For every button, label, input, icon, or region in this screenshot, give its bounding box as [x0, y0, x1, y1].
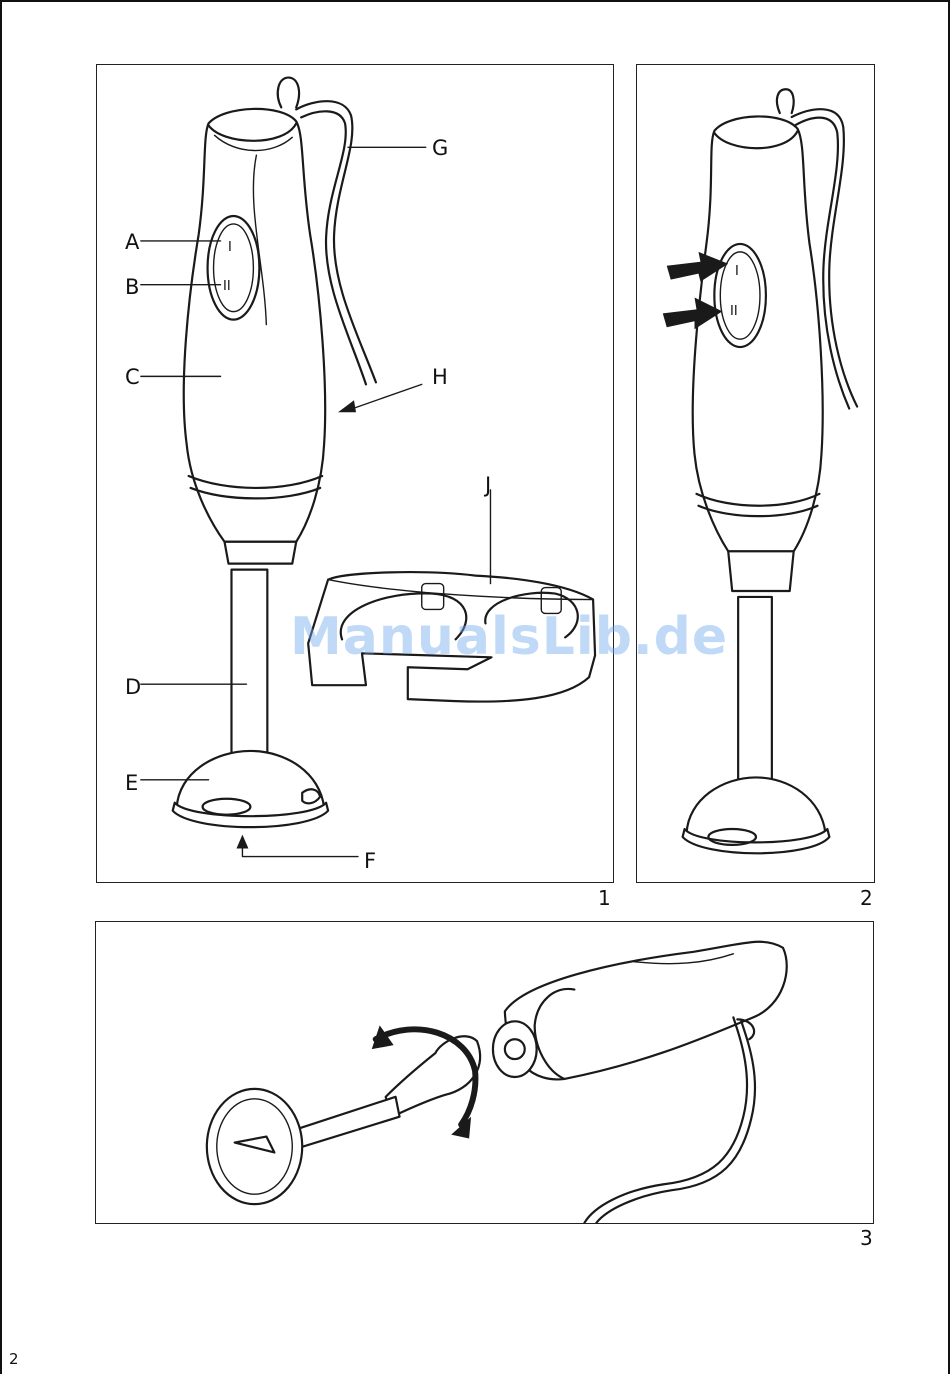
hand-blender-parts-illustration	[97, 65, 613, 882]
hand-blender-button-press-illustration	[637, 65, 874, 882]
button-panel	[714, 244, 766, 347]
arrow-h	[338, 400, 356, 412]
label-e: E	[125, 773, 138, 794]
hanging-loop	[777, 89, 794, 113]
label-g: G	[432, 138, 448, 159]
watermark-text: ManualsLib.de	[290, 607, 728, 667]
figure-number-2: 2	[860, 886, 873, 910]
motor-neck	[728, 551, 793, 591]
button-panel	[208, 216, 260, 320]
leader-f	[242, 838, 358, 857]
figure-2-panel: I II	[636, 64, 875, 883]
blending-shaft	[286, 1097, 399, 1151]
label-a: A	[125, 232, 139, 253]
label-d: D	[125, 677, 141, 698]
figure-1-panel: A B C D E F G H J I II	[96, 64, 614, 883]
arrow-f	[236, 835, 248, 849]
label-h: H	[432, 367, 448, 388]
label-b: B	[125, 277, 139, 298]
figure-number-1: 1	[598, 886, 611, 910]
button-mark-speed-2: II	[730, 301, 738, 322]
figure-number-3: 3	[860, 1226, 873, 1250]
button-mark-speed-1: I	[735, 261, 739, 282]
blending-shaft	[231, 570, 267, 755]
button-mark-speed-2: II	[223, 276, 231, 297]
label-j: J	[485, 475, 491, 496]
page-border-left	[0, 0, 2, 1374]
label-f: F	[364, 851, 376, 872]
page-border-top	[0, 0, 948, 2]
button-mark-speed-1: I	[228, 237, 232, 258]
blade-guard	[177, 751, 324, 820]
figure-3-panel	[95, 921, 874, 1224]
hanging-loop	[278, 78, 299, 108]
page-number: 2	[9, 1350, 19, 1368]
blending-shaft	[738, 597, 772, 781]
leader-h	[348, 384, 422, 410]
shaft-attachment-illustration	[96, 922, 873, 1223]
motor-neck	[225, 542, 297, 564]
label-c: C	[125, 367, 140, 388]
motor-coupling	[493, 1021, 537, 1077]
